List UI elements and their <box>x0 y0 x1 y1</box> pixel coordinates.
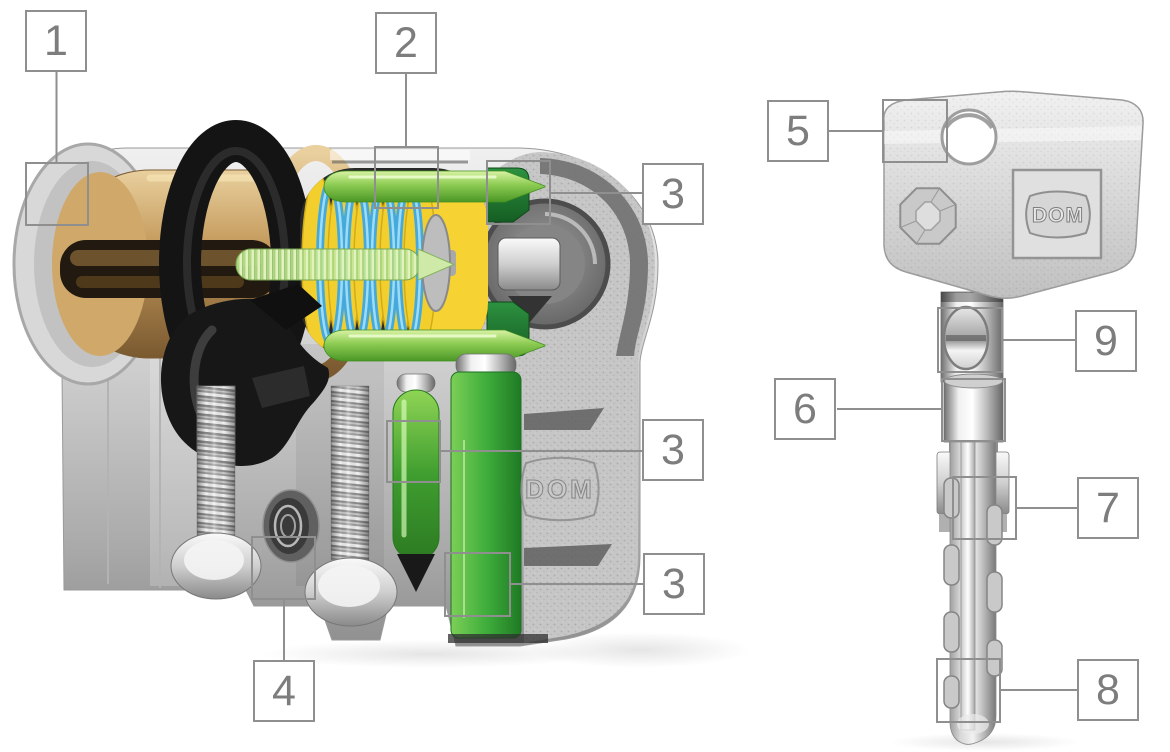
key-blade-ridge <box>960 441 976 731</box>
callout-label-3c: 3 <box>662 559 686 608</box>
callout-label-1: 1 <box>44 16 68 65</box>
locking-pin <box>392 373 440 592</box>
callout-3a-frame <box>486 160 551 225</box>
callout-7-frame <box>952 476 1017 540</box>
callout-box-8: 8 <box>1077 659 1139 721</box>
callout-box-9: 9 <box>1075 310 1137 372</box>
callout-overlay <box>25 72 1077 723</box>
callout-box-3b: 3 <box>642 419 704 481</box>
cylinder-shadow-right <box>530 632 750 668</box>
cylinder-shadow <box>260 640 600 668</box>
callout-6-frame <box>941 378 1006 442</box>
callout-label-7: 7 <box>1096 483 1120 532</box>
cylinder-cutaway-figure: DOM <box>12 120 750 668</box>
cut-face-rim <box>540 158 648 356</box>
callout-label-3b: 3 <box>661 425 685 474</box>
key-ring-hole <box>940 108 998 166</box>
fixing-screw-right <box>304 385 398 627</box>
callout-5-frame <box>882 99 948 163</box>
octagon-emblem-icon <box>899 187 957 245</box>
spindle-tip <box>417 248 456 281</box>
cut-face-chamfer-upper <box>524 408 604 430</box>
callout-label-9: 9 <box>1094 316 1118 365</box>
callout-3c-frame <box>444 552 511 617</box>
key-shadow <box>890 733 1080 751</box>
locking-bar <box>448 353 548 643</box>
callout-label-2: 2 <box>394 18 418 67</box>
callout-label-8: 8 <box>1096 665 1120 714</box>
callout-box-2: 2 <box>375 12 437 74</box>
callout-box-3c: 3 <box>643 553 705 615</box>
key-figure: DOM <box>883 90 1144 751</box>
key-logo-plate: DOM <box>1011 168 1103 260</box>
threaded-spindle <box>235 248 421 281</box>
callout-box-1: 1 <box>25 10 87 72</box>
pin-tip <box>397 554 435 592</box>
clutch-wedge <box>508 296 552 322</box>
cut-face-chamfer-lower <box>524 544 612 566</box>
callout-3b-frame <box>386 420 441 483</box>
callout-label-4: 4 <box>272 666 296 715</box>
key-logo-text: DOM <box>1032 204 1084 227</box>
key-tip-highlight <box>957 714 989 734</box>
mounting-thread-hole <box>262 489 320 563</box>
key-blade-cuts <box>943 477 1003 709</box>
callout-1-frame <box>25 162 89 226</box>
cylinder-emboss-text: DOM <box>525 474 595 504</box>
key-collar <box>943 379 1004 443</box>
cylinder-emboss-logo: DOM <box>520 456 600 522</box>
callout-2-frame <box>374 146 439 209</box>
callout-box-4: 4 <box>253 660 315 722</box>
locking-rod-top <box>323 170 546 203</box>
clutch-tab <box>497 237 561 291</box>
callout-box-3a: 3 <box>642 163 704 225</box>
bore-highlight <box>544 212 597 265</box>
callout-label-3a: 3 <box>661 169 685 218</box>
callout-label-6: 6 <box>793 384 817 433</box>
callout-box-7: 7 <box>1077 477 1139 539</box>
callout-9-frame <box>937 307 1003 373</box>
callout-4-frame <box>251 536 316 600</box>
callout-box-6: 6 <box>774 378 836 440</box>
callout-label-5: 5 <box>786 106 810 155</box>
fixing-screw-left <box>170 385 262 600</box>
callout-8-frame <box>936 658 1001 723</box>
callout-box-5: 5 <box>767 100 829 162</box>
